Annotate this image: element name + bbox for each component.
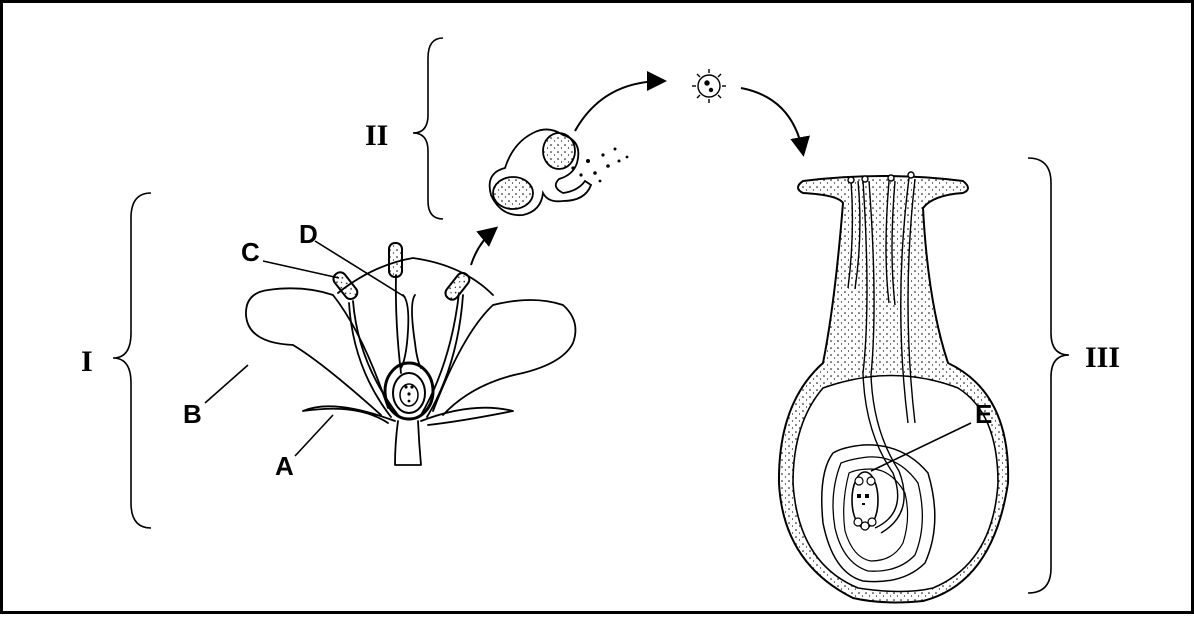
arrow-to-pollen-grain — [575, 81, 663, 131]
label-a: A — [275, 451, 294, 481]
leader-line-c — [263, 261, 339, 278]
stage-label-2: II — [365, 119, 388, 152]
petal-back — [338, 258, 493, 295]
brace-stage-1 — [113, 193, 151, 528]
leader-line-a — [295, 415, 333, 456]
flower-illustration — [246, 243, 576, 465]
anther-center — [389, 243, 402, 277]
petal-right — [433, 300, 575, 415]
anther-right — [443, 270, 472, 302]
arrow-anther-to-stage2 — [471, 229, 495, 265]
label-d: D — [299, 219, 318, 249]
stage-label-3: III — [1085, 341, 1120, 374]
petal-left — [246, 288, 388, 415]
pistil-illustration — [779, 176, 1008, 602]
arrow-to-pistil — [741, 88, 803, 153]
label-b: B — [183, 399, 202, 429]
diagram-canvas: I II III A — [3, 3, 1194, 617]
stage-label-1: I — [81, 345, 93, 378]
brace-stage-3 — [1028, 158, 1069, 593]
label-c: C — [241, 237, 260, 267]
filament-center — [396, 275, 401, 373]
leader-line-b — [205, 365, 248, 403]
flower-style — [401, 295, 408, 368]
pollen-grain — [692, 69, 726, 103]
label-e: E — [975, 399, 992, 429]
brace-stage-2 — [413, 38, 443, 219]
sepal-right — [421, 408, 513, 425]
open-anther — [490, 129, 591, 215]
flower-stem — [395, 421, 421, 465]
pollen-dispersal — [571, 148, 628, 183]
ovary-seeds — [404, 385, 413, 402]
flower-style-2 — [412, 295, 421, 368]
